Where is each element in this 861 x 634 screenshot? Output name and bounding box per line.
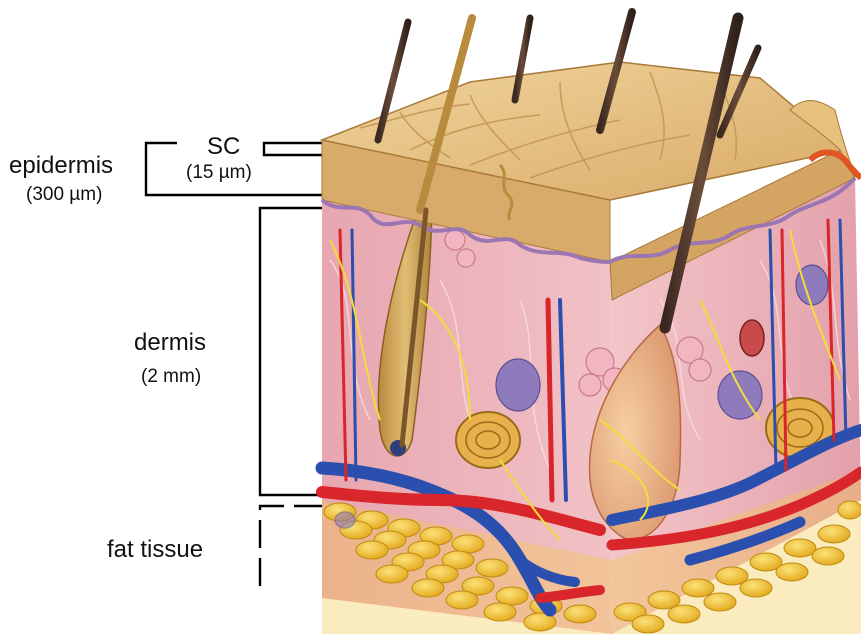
dermis-label: dermis	[134, 331, 206, 355]
fat-tissue-label: fat tissue	[107, 538, 203, 562]
sc-label: SC	[207, 135, 240, 159]
dermis-thickness-label: (2 mm)	[141, 367, 201, 386]
epidermis-thickness-label: (300 µm)	[26, 185, 102, 204]
epidermis-label: epidermis	[9, 154, 113, 178]
sc-thickness-label: (15 µm)	[186, 163, 252, 182]
